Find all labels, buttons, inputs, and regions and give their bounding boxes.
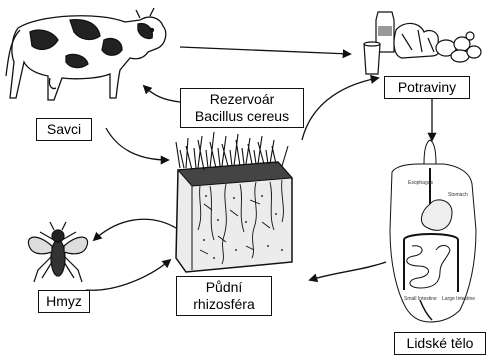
fly-illustration [28,222,87,282]
insects-label-box: Hmyz [38,290,90,313]
soil-block-illustration [176,132,292,272]
arrow-soil-to-insects [94,219,176,240]
reservoir-label-box: Rezervoár Bacillus cereus [180,88,304,128]
insects-label: Hmyz [45,293,83,310]
reservoir-organism: Bacillus cereus [187,108,297,125]
small-intestine-label: Small Intestine [404,296,437,302]
soil-title: Půdní [183,279,265,296]
soil-subtitle: rhizosféra [183,296,265,313]
food-illustration [364,12,481,74]
human-body-illustration [390,140,476,322]
cow-illustration [6,8,166,100]
soil-label-box: Půdní rhizosféra [176,276,272,316]
mammals-label: Savci [43,121,85,138]
arrow-mammals-to-food [180,47,350,54]
large-intestine-label: Large Intestine [442,296,475,302]
arrow-insects-to-soil [86,260,170,290]
mammals-label-box: Savci [36,118,92,141]
arrow-mammals-to-soil [106,128,168,160]
arrow-reservoir-to-mammals [144,86,180,102]
food-label: Potraviny [391,79,463,96]
esophagus-label: Esophagus [408,180,434,186]
reservoir-title: Rezervoár [187,91,297,108]
human-label: Lidské tělo [401,335,479,352]
arrow-human-to-soil [310,262,386,280]
stomach-label: Stomach [448,192,468,198]
arrow-soil-to-food [302,78,378,140]
human-label-box: Lidské tělo [394,332,486,355]
food-label-box: Potraviny [384,76,470,99]
